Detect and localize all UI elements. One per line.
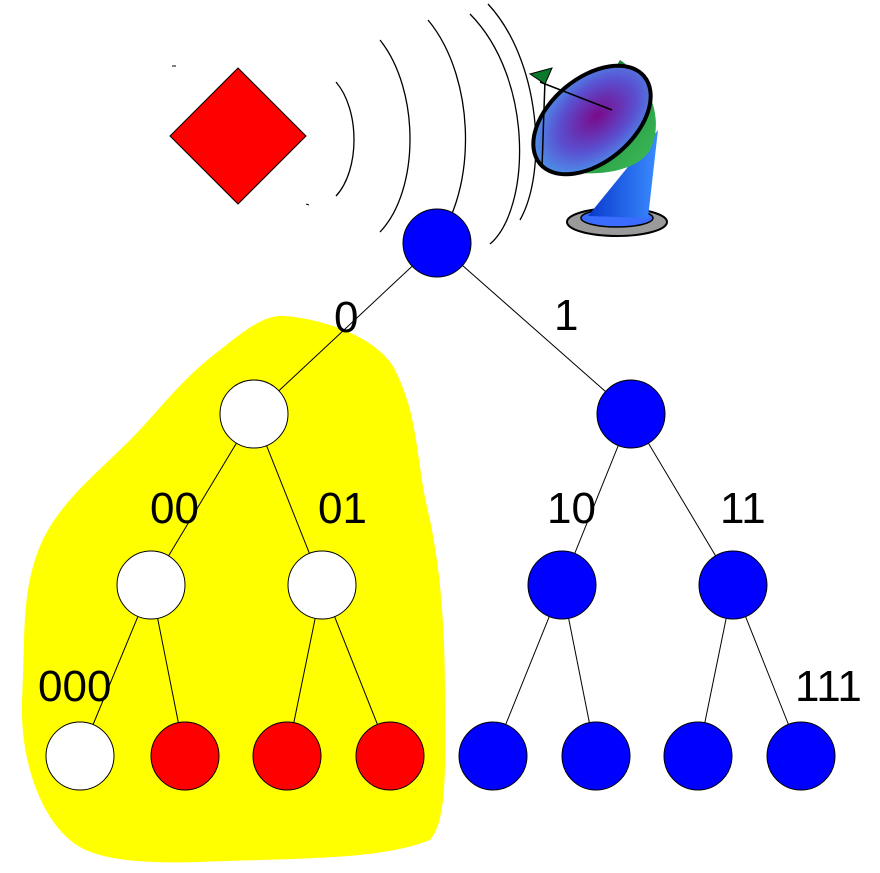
edge-label-11: 11 — [720, 484, 766, 533]
satellite-dish-icon — [528, 60, 668, 237]
tree-node-n110 — [663, 721, 733, 791]
tree-node-n11 — [698, 550, 768, 620]
tree-node-n010 — [252, 721, 322, 791]
tree-node-n10 — [527, 550, 597, 620]
tree-node-n00 — [116, 550, 186, 620]
edge-label-0: 0 — [334, 293, 359, 342]
tree-node-n101 — [561, 721, 631, 791]
tree-node-n1 — [596, 379, 666, 449]
tree-node-n011 — [355, 721, 425, 791]
edge-label-00: 00 — [150, 484, 199, 533]
edge-label-1: 1 — [554, 291, 579, 340]
tree-edge — [436, 242, 632, 415]
highlight-region — [21, 315, 446, 863]
edge-label-10: 10 — [547, 484, 596, 533]
edge-label-111: 111 — [795, 662, 862, 711]
tree-edge — [253, 242, 438, 415]
tree-nodes — [45, 208, 836, 791]
tree-node-n01 — [287, 550, 357, 620]
red-diamond-icon — [169, 67, 307, 205]
tree-node-n0 — [219, 379, 289, 449]
tree-node-n111 — [766, 721, 836, 791]
edge-label-000: 000 — [38, 662, 112, 711]
tree-node-n100 — [458, 721, 528, 791]
tree-node-root — [402, 208, 472, 278]
tree-node-n001 — [150, 721, 220, 791]
tree-node-n000 — [45, 721, 115, 791]
edge-label-01: 01 — [318, 484, 367, 533]
